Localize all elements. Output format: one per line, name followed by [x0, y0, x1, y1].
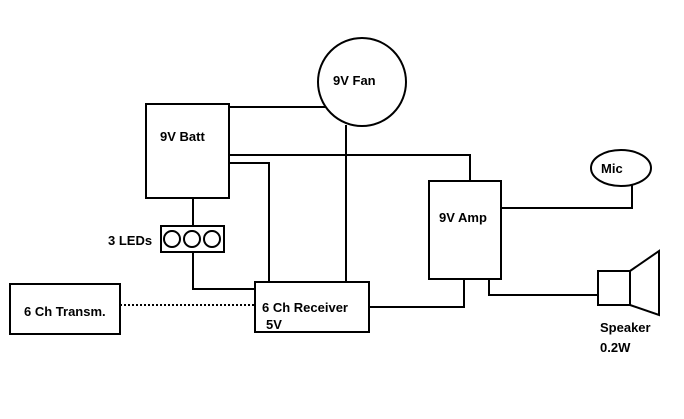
receiver-box — [254, 281, 370, 333]
speaker-body — [597, 270, 631, 306]
fan-circle — [317, 37, 407, 127]
amp-box — [428, 180, 502, 280]
led-3-icon — [203, 230, 221, 248]
batt-box — [145, 103, 230, 199]
speaker-cone-icon — [629, 249, 660, 317]
speaker-label-line1: Speaker — [600, 320, 651, 335]
speaker-label-line2: 0.2W — [600, 340, 631, 355]
wire-amp-speaker — [488, 279, 598, 296]
mic-label: Mic — [601, 161, 623, 176]
amp-label: 9V Amp — [439, 210, 487, 225]
wire-batt-receiver — [229, 162, 270, 282]
mic-ellipse — [590, 149, 652, 187]
batt-label: 9V Batt — [160, 129, 205, 144]
leds-label: 3 LEDs — [108, 233, 152, 248]
transmitter-label: 6 Ch Transm. — [24, 304, 106, 319]
wire-receiver-amp — [369, 279, 465, 308]
led-1-icon — [163, 230, 181, 248]
receiver-label-line1: 6 Ch Receiver — [262, 300, 348, 315]
receiver-label-line2: 5V — [266, 317, 282, 332]
wires — [192, 106, 633, 308]
fan-label: 9V Fan — [333, 73, 376, 88]
wire-amp-mic — [501, 181, 633, 209]
wire-leds-receiver — [192, 252, 255, 290]
led-2-icon — [183, 230, 201, 248]
transmitter-box — [9, 283, 121, 335]
wire-batt-amp — [229, 154, 471, 181]
